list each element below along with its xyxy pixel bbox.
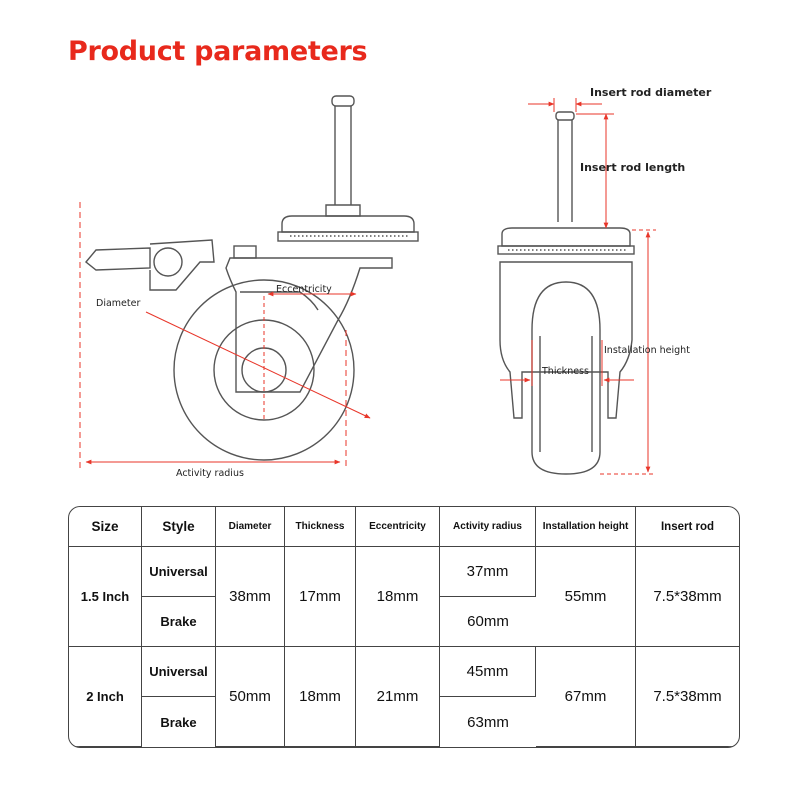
size-cell: 1.5 Inch xyxy=(69,547,142,647)
style-cell: Brake xyxy=(142,597,216,647)
activity-radius-cell: 45mm xyxy=(440,647,536,697)
left-dimension-lines xyxy=(79,202,371,468)
diameter-cell: 38mm xyxy=(216,547,285,647)
table-row: 2 Inch Universal 50mm 18mm 21mm 45mm 67m… xyxy=(69,647,739,747)
page-title: Product parameters xyxy=(68,36,368,67)
header-insert-rod: Insert rod xyxy=(636,507,739,547)
table-row: Brake 60mm xyxy=(69,597,739,647)
installation-height-cell: 55mm xyxy=(536,547,636,647)
right-dimension-lines xyxy=(500,98,656,475)
insert-rod-cell: 7.5*38mm xyxy=(636,647,739,747)
table-row: Brake 63mm xyxy=(69,697,739,747)
spec-table: Size Style Diameter Thickness Eccentrici… xyxy=(68,506,740,748)
insert-rod-length-label: Insert rod length xyxy=(580,161,685,174)
header-style: Style xyxy=(142,507,216,547)
activity-radius-cell: 63mm xyxy=(467,713,509,731)
left-caster-drawing xyxy=(85,95,419,461)
header-thickness: Thickness xyxy=(285,507,356,547)
header-size: Size xyxy=(69,507,142,547)
installation-height-cell: 67mm xyxy=(536,647,636,747)
activity-radius-cell: 37mm xyxy=(440,547,536,597)
insert-rod-cell: 7.5*38mm xyxy=(636,547,739,647)
header-activity-radius: Activity radius xyxy=(440,507,536,547)
installation-height-label: Installation height xyxy=(604,345,690,356)
style-cell: Universal xyxy=(142,547,216,597)
diameter-label: Diameter xyxy=(96,298,140,309)
eccentricity-label: Eccentricity xyxy=(276,284,332,295)
eccentricity-cell: 18mm xyxy=(356,547,440,647)
insert-rod-diameter-label: Insert rod diameter xyxy=(590,86,712,99)
activity-radius-label: Activity radius xyxy=(176,468,244,479)
table-row: 1.5 Inch Universal 38mm 17mm 18mm 37mm 5… xyxy=(69,547,739,647)
header-diameter: Diameter xyxy=(216,507,285,547)
caster-diagram: Diameter Eccentricity Activity radius In… xyxy=(79,86,712,479)
header-installation-height: Installation height xyxy=(536,507,636,547)
thickness-cell: 18mm xyxy=(285,647,356,747)
header-eccentricity: Eccentricity xyxy=(356,507,440,547)
size-cell: 2 Inch xyxy=(69,647,142,747)
table-header-row: Size Style Diameter Thickness Eccentrici… xyxy=(69,507,739,547)
style-cell: Universal xyxy=(142,647,216,697)
thickness-label: Thickness xyxy=(541,366,589,377)
right-caster-drawing xyxy=(497,111,635,475)
thickness-cell: 17mm xyxy=(285,547,356,647)
eccentricity-cell: 21mm xyxy=(356,647,440,747)
diameter-cell: 50mm xyxy=(216,647,285,747)
style-cell: Brake xyxy=(142,697,216,747)
activity-radius-cell: 60mm xyxy=(440,597,536,647)
